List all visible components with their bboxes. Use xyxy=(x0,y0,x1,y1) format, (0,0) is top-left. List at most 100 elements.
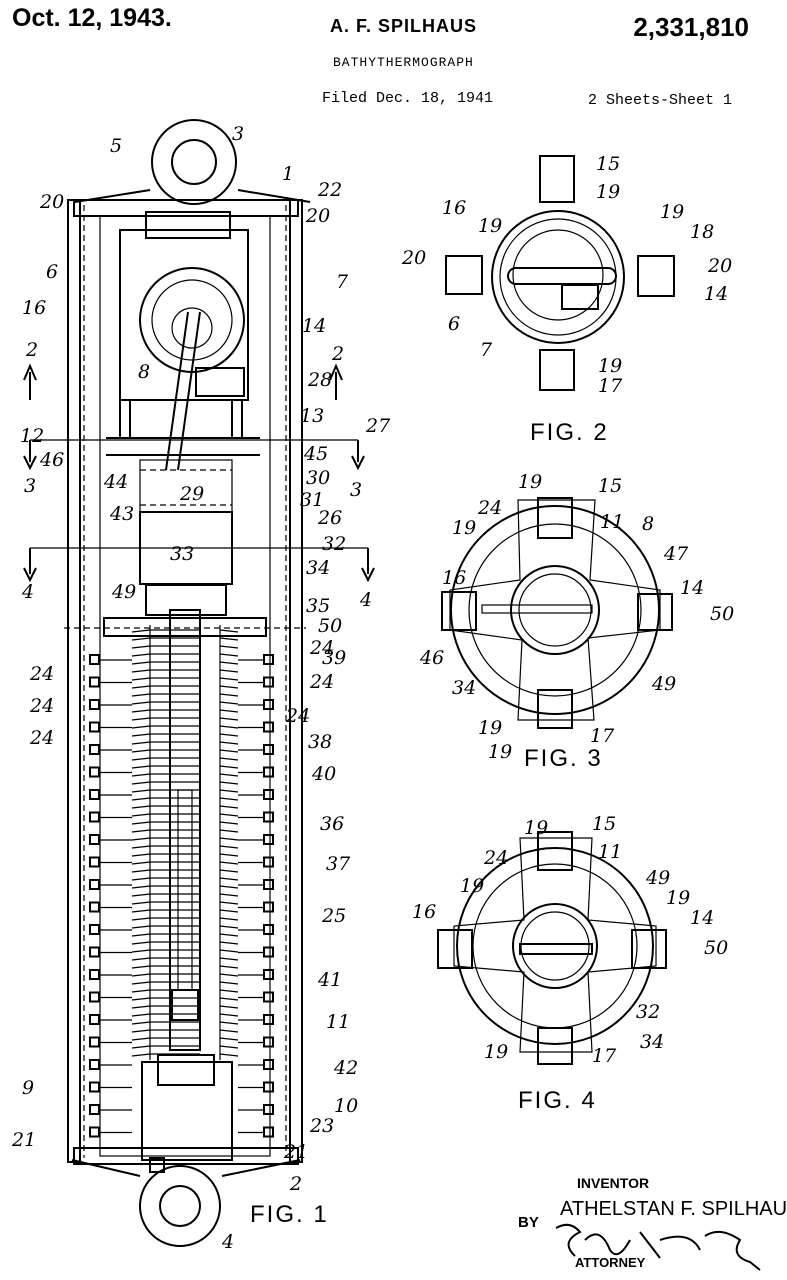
fig1-reference-numeral: 2 xyxy=(331,343,344,365)
fig1-reference-numeral: 6 xyxy=(46,261,58,283)
fig1-reference-numeral: 50 xyxy=(318,615,342,637)
fig1-reference-numeral: 30 xyxy=(306,467,330,489)
fig1-reference-numeral: 39 xyxy=(322,647,346,669)
fig1-reference-numeral: 2 xyxy=(25,339,38,361)
fig4-caption: FIG. 4 xyxy=(518,1087,597,1114)
spring-coil-section xyxy=(263,879,274,890)
fig1-reference-numeral: 24 xyxy=(29,727,54,749)
spring-coil-section xyxy=(89,901,100,913)
fig1-reference-numeral: 3 xyxy=(350,479,362,501)
fig1-reference-numeral: 20 xyxy=(39,191,64,213)
fig1-caption: FIG. 1 xyxy=(250,1201,329,1228)
fig1-reference-numeral: 20 xyxy=(305,205,330,227)
fig1-reference-numeral: 41 xyxy=(317,969,342,991)
fig4-reference-numeral: 19 xyxy=(524,817,548,839)
spring-coil-section xyxy=(263,1104,274,1115)
spring-coil-section xyxy=(263,1126,274,1138)
fig1-reference-numeral: 42 xyxy=(333,1057,358,1079)
fig2-reference-numeral: 19 xyxy=(660,201,684,223)
spring-coil-section xyxy=(89,834,100,845)
spring-coil-section xyxy=(89,766,100,778)
fig1-reference-numeral: 5 xyxy=(110,135,122,157)
fig1-reference-numeral: 24 xyxy=(309,637,334,659)
patent-date: Oct. 12, 1943. xyxy=(12,4,172,32)
fig4-reference-numeral: 15 xyxy=(592,813,616,835)
fig1-reference-numeral: 24 xyxy=(309,671,334,693)
fig3-reference-numeral: 24 xyxy=(477,497,502,519)
fig3-reference-numeral: 34 xyxy=(452,677,476,699)
fig4-reference-numeral: 14 xyxy=(690,907,714,929)
fig1-reference-numeral: 24 xyxy=(29,695,54,717)
spring-coil-section xyxy=(89,1104,100,1115)
fig4-reference-numeral: 24 xyxy=(483,847,508,869)
fig1-reference-numeral: 2 xyxy=(289,1173,302,1195)
fig2-reference-numeral: 7 xyxy=(480,339,493,361)
fig4-reference-numeral: 32 xyxy=(636,1001,660,1023)
fig2-drawing xyxy=(445,155,675,391)
spring-coil-section xyxy=(263,811,274,823)
fig1-reference-numeral: 40 xyxy=(311,763,336,785)
fig1-reference-numeral: 38 xyxy=(308,731,332,753)
fig2-reference-numeral: 19 xyxy=(598,355,622,377)
fig4-reference-numeral: 34 xyxy=(640,1031,664,1053)
fig4-reference-numeral: 49 xyxy=(645,867,670,889)
fig1-reference-numeral: 32 xyxy=(322,533,346,555)
spring-coil-section xyxy=(263,1081,274,1093)
spring-coil-section xyxy=(263,1059,274,1070)
spring-coil-section xyxy=(263,969,274,980)
fig1-reference-numeral: 26 xyxy=(317,507,342,529)
spring-coil-section xyxy=(89,1014,100,1025)
spring-coil-section xyxy=(89,699,100,710)
spring-coil-section xyxy=(263,721,274,733)
fig3-caption: FIG. 3 xyxy=(524,745,603,772)
fig4-reference-numeral: 50 xyxy=(704,937,728,959)
fig3-reference-numeral: 50 xyxy=(710,603,734,625)
fig1-reference-numeral: 16 xyxy=(22,297,46,319)
attorney-signature xyxy=(555,1223,761,1271)
fig4-reference-numeral: 19 xyxy=(484,1041,508,1063)
spring-coil-section xyxy=(263,924,274,935)
fig1-reference-numeral: 25 xyxy=(321,905,346,927)
patent-number: 2,331,810 xyxy=(633,12,749,42)
fig3-reference-numeral: 19 xyxy=(452,517,476,539)
patent-title: BATHYTHERMOGRAPH xyxy=(333,55,474,70)
fig1-reference-numeral: 31 xyxy=(300,489,324,511)
spring-coil-section xyxy=(89,924,100,935)
fig2-reference-numeral: 18 xyxy=(690,221,714,243)
fig1-reference-numeral: 3 xyxy=(232,123,244,145)
fig1-reference-numeral: 23 xyxy=(309,1115,334,1137)
fig1-reference-numeral: 22 xyxy=(317,179,342,201)
spring-coil-section xyxy=(89,1126,100,1138)
fig1-reference-numeral: 4 xyxy=(21,581,34,603)
fig3-reference-numeral: 49 xyxy=(651,673,676,695)
fig1-reference-numeral: 27 xyxy=(365,415,391,437)
fig1-reference-numeral: 12 xyxy=(20,425,44,447)
fig4-reference-numeral: 11 xyxy=(598,841,622,863)
spring-coil-section xyxy=(89,789,100,800)
fig2-reference-numeral: 20 xyxy=(707,255,732,277)
fig1-reference-numeral: 4 xyxy=(221,1231,234,1253)
spring-coil-section xyxy=(263,991,274,1003)
inventor-name: ATHELSTAN F. SPILHAUS xyxy=(560,1198,787,1220)
spring-coil-section xyxy=(263,834,274,845)
fig3-reference-numeral: 8 xyxy=(642,513,654,535)
spring-coil-section xyxy=(263,766,274,778)
fig1-reference-numeral: 45 xyxy=(303,443,328,465)
fig1-reference-numeral: 34 xyxy=(306,557,330,579)
spring-coil-section xyxy=(263,946,274,958)
fig1-reference-numeral: 4 xyxy=(359,589,372,611)
fig2-reference-numeral: 6 xyxy=(448,313,460,335)
fig1-reference-numeral: 44 xyxy=(103,471,128,493)
spring-coil-section xyxy=(89,1059,100,1070)
fig3-reference-numeral: 11 xyxy=(600,511,624,533)
spring-coil-section xyxy=(89,879,100,890)
fig1-reference-numeral: 37 xyxy=(326,853,351,875)
bellows-coils xyxy=(131,625,239,1060)
spring-coil-section xyxy=(263,901,274,913)
spring-coil-section xyxy=(263,1014,274,1025)
fig1-reference-numeral: 49 xyxy=(111,581,136,603)
fig1-reference-numeral: 36 xyxy=(320,813,344,835)
fig2-reference-numeral: 20 xyxy=(401,247,426,269)
attorney-label: ATTORNEY xyxy=(575,1255,646,1270)
